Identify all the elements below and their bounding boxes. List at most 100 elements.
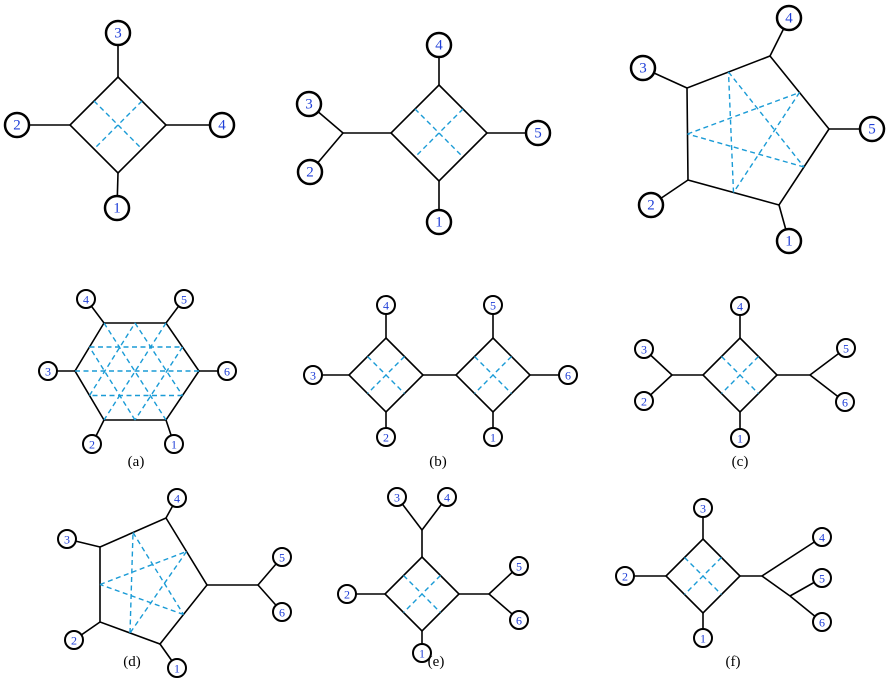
- pentagon-cell: [99, 516, 208, 645]
- leaf-node-circle: [634, 339, 654, 359]
- square-cell-dashed-link: [414, 108, 464, 158]
- leaf-node-label: 1: [737, 432, 743, 446]
- leaf-node-circle: [483, 295, 503, 315]
- leaf-node-circle: [615, 566, 635, 586]
- leaf-node-label: 4: [819, 531, 825, 545]
- leaf-node-label: 2: [89, 438, 95, 452]
- leaf-node-label: 5: [843, 342, 849, 356]
- leaf-node-4: 4: [167, 488, 187, 508]
- leaf-node-circle: [730, 296, 750, 316]
- leaf-node-2: 2: [3, 111, 31, 139]
- square-cell: [68, 75, 168, 175]
- leaf-node-6: 6: [835, 392, 855, 412]
- leaf-node-circle: [693, 498, 713, 518]
- leaf-node-circle: [303, 365, 323, 385]
- leaf-node-circle: [509, 610, 529, 630]
- leaf-node-4: 4: [208, 111, 236, 139]
- leaf-node-circle: [637, 191, 665, 219]
- leaf-node-6: 6: [558, 365, 578, 385]
- leaf-node-circle: [272, 602, 292, 622]
- leaf-node-circle: [57, 529, 77, 549]
- leaf-node-circle: [387, 487, 407, 507]
- pentagon-cell-dashed-link: [727, 71, 805, 168]
- leaf-node-3: 3: [634, 339, 654, 359]
- pentagon-cell-dashed-link: [687, 133, 805, 168]
- leaf-node-circle: [425, 31, 453, 59]
- leaf-node-label: 2: [647, 198, 655, 214]
- leaf-node-circle: [38, 361, 58, 381]
- pentagon-cell-dashed-link: [732, 92, 801, 193]
- leaf-node-6: 6: [812, 612, 832, 632]
- leaf-node-circle: [835, 392, 855, 412]
- leaf-node-circle: [524, 119, 552, 147]
- leaf-node-1: 1: [425, 208, 453, 236]
- leaf-node-label: 2: [306, 165, 314, 181]
- leaf-node-circle: [775, 227, 803, 255]
- leaf-node-circle: [509, 556, 529, 576]
- leaf-node-label: 4: [383, 299, 389, 313]
- leaf-node-label: 2: [641, 395, 647, 409]
- leaf-node-1: 1: [483, 427, 503, 447]
- leaf-node-1: 1: [730, 428, 750, 448]
- leaf-node-circle: [272, 547, 292, 567]
- square-cell-dashed-link: [721, 356, 759, 394]
- leaf-node-circle: [82, 434, 102, 454]
- caption-d: (d): [123, 654, 141, 670]
- leaf-node-circle: [337, 584, 357, 604]
- pentagon-cell: [686, 55, 830, 206]
- caption-c: (c): [732, 454, 749, 470]
- leaf-node-label: 3: [305, 97, 313, 113]
- leaf-node-circle: [167, 488, 187, 508]
- leaf-node-4: 4: [425, 31, 453, 59]
- leaf-node-label: 5: [819, 572, 825, 586]
- leaf-node-3: 3: [57, 529, 77, 549]
- hexagon-cell-dashed-link: [103, 322, 167, 421]
- leaf-node-2: 2: [634, 391, 654, 411]
- leaf-node-label: 3: [64, 533, 70, 547]
- hexagon-cell-dashed-link: [134, 346, 184, 421]
- leaf-node-label: 5: [868, 122, 876, 138]
- square-cell-dashed-link: [403, 575, 441, 613]
- square-cell-right-dashed-link: [474, 356, 512, 394]
- tree-edge: [761, 536, 823, 577]
- square-cell-dashed-link: [93, 100, 143, 150]
- leaf-node-label: 4: [737, 300, 743, 314]
- caption-b: (b): [429, 454, 447, 470]
- leaf-node-circle: [836, 338, 856, 358]
- leaf-node-circle: [217, 361, 237, 381]
- square-cell-left-dashed-link: [367, 356, 405, 394]
- leaf-node-4: 4: [76, 289, 96, 309]
- square-cell-dashed-link: [684, 557, 722, 595]
- leaf-node-5: 5: [858, 115, 886, 143]
- leaf-node-2: 2: [337, 584, 357, 604]
- diagram-c: 3 2 5 6 4 1: [634, 296, 856, 448]
- leaf-node-1: 1: [167, 658, 187, 678]
- leaf-node-circle: [103, 194, 131, 222]
- leaf-node-circle: [812, 568, 832, 588]
- leaf-node-circle: [730, 428, 750, 448]
- square-cell: [389, 83, 489, 183]
- leaf-node-2: 2: [82, 434, 102, 454]
- leaf-node-label: 3: [310, 369, 316, 383]
- leaf-node-3: 3: [295, 90, 323, 118]
- leaf-node-label: 1: [174, 662, 180, 676]
- leaf-node-circle: [425, 208, 453, 236]
- leaf-node-3: 3: [629, 54, 657, 82]
- square-cell-dashed-link: [414, 108, 464, 158]
- pentagon-cell-dashed-link: [132, 532, 185, 615]
- leaf-node-circle: [483, 427, 503, 447]
- leaf-node-4: 4: [437, 487, 457, 507]
- square-cell-dashed-link: [93, 100, 143, 150]
- leaf-node-6: 6: [217, 361, 237, 381]
- leaf-node-label: 6: [842, 396, 848, 410]
- leaf-node-circle: [629, 54, 657, 82]
- tree-edge: [761, 575, 791, 597]
- leaf-node-label: 4: [174, 492, 180, 506]
- leaf-node-3: 3: [104, 19, 132, 47]
- leaf-node-circle: [775, 4, 803, 32]
